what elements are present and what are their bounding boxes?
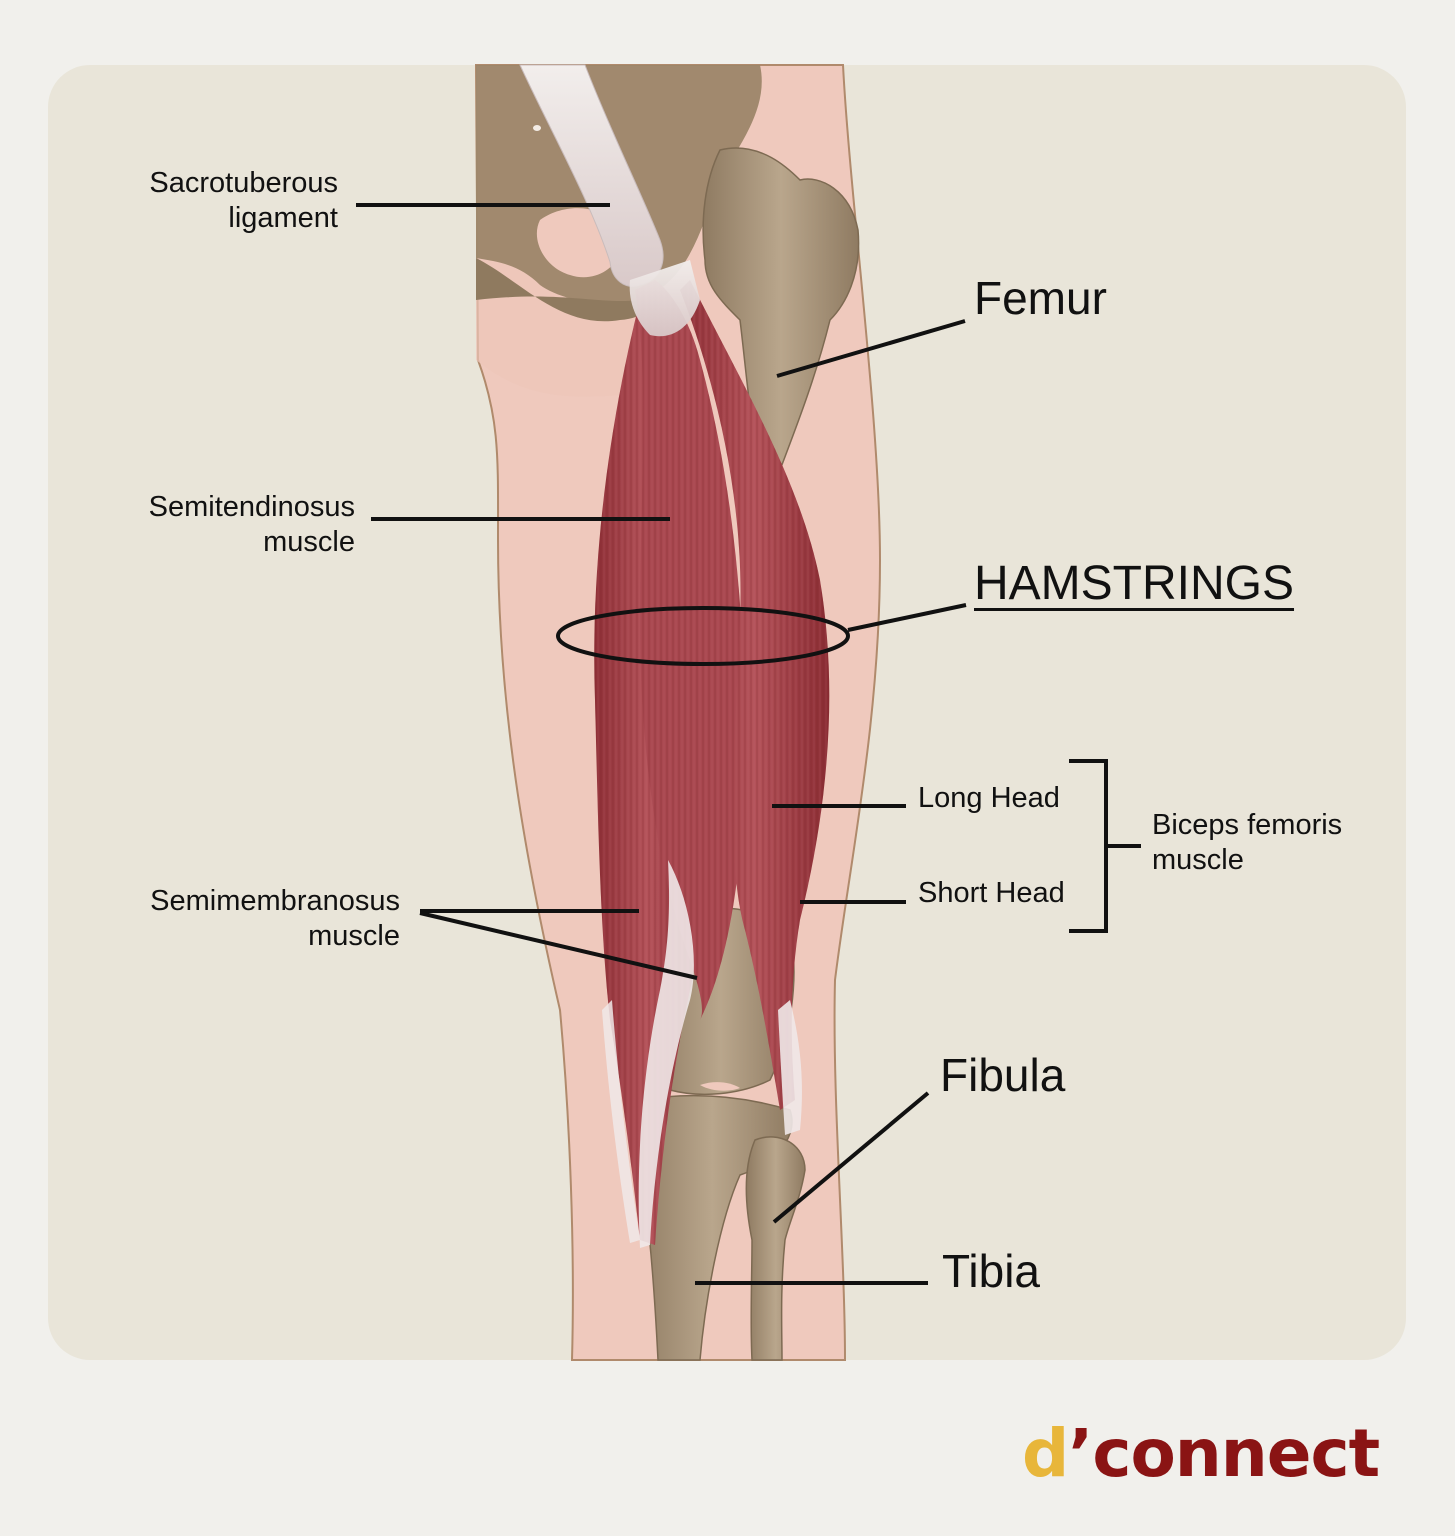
label-line: Biceps femoris bbox=[1152, 809, 1343, 841]
hamstring-muscles bbox=[594, 260, 830, 1248]
label-long-head: Long Head bbox=[918, 782, 1060, 814]
label-line: muscle bbox=[1152, 844, 1244, 877]
logo-wordmark: connect bbox=[1092, 1415, 1380, 1492]
label-femur: Femur bbox=[974, 272, 1107, 324]
fibula-bone bbox=[745, 1136, 806, 1361]
label-short-head: Short Head bbox=[918, 877, 1065, 909]
leader-fibula bbox=[772, 1091, 930, 1224]
label-hamstrings-title: HAMSTRINGS bbox=[974, 557, 1295, 610]
label-line: Semitendinosus bbox=[148, 491, 355, 523]
label-line: Sacrotuberous bbox=[149, 167, 338, 199]
label-semimembranosus-muscle: Semimembranosus muscle bbox=[150, 884, 400, 955]
biceps-femoris-bracket bbox=[1069, 759, 1108, 933]
label-sacrotuberous-ligament: Sacrotuberous ligament bbox=[149, 166, 338, 237]
dconnect-logo: d’connect bbox=[1022, 1415, 1380, 1495]
label-tibia: Tibia bbox=[942, 1245, 1040, 1297]
label-line: ligament bbox=[228, 202, 338, 235]
logo-apostrophe: ’ bbox=[1068, 1415, 1093, 1492]
label-biceps-femoris-muscle: Biceps femoris muscle bbox=[1152, 808, 1342, 879]
leader-semimembranosus-2 bbox=[419, 911, 698, 980]
leader-hamstrings bbox=[847, 603, 967, 632]
leader-femur bbox=[776, 319, 966, 378]
label-fibula: Fibula bbox=[940, 1049, 1066, 1101]
leader-lines bbox=[356, 203, 1141, 1285]
femur-bone bbox=[702, 147, 860, 482]
hamstrings-encircle bbox=[556, 606, 850, 666]
label-semitendinosus-muscle: Semitendinosus muscle bbox=[149, 490, 355, 561]
label-line: Semimembranosus bbox=[150, 885, 400, 917]
logo-d: d bbox=[1022, 1415, 1069, 1492]
label-line: muscle bbox=[263, 526, 355, 559]
label-line: muscle bbox=[308, 920, 400, 953]
